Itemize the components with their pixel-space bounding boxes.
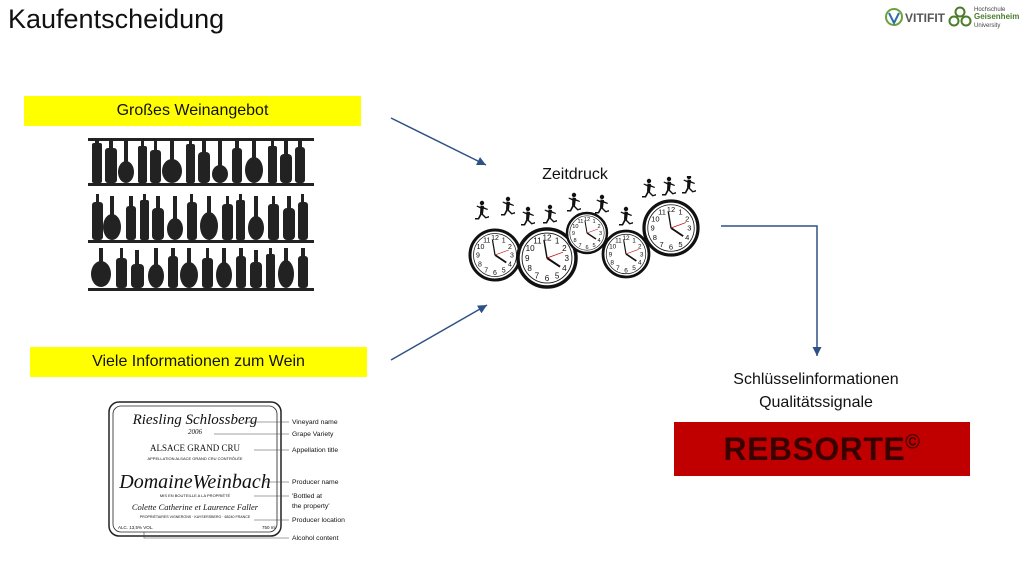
wine-label-appellation: ALSACE GRAND CRU: [150, 443, 241, 453]
annotation-appellation: Appellation title: [292, 447, 338, 454]
bottle-shelves-illustration: [88, 138, 314, 291]
vitifit-logo-icon: [885, 8, 903, 26]
rebsorte-box: REBSORTE©: [674, 422, 970, 476]
rebsorte-text: REBSORTE©: [723, 431, 920, 468]
arrow-info-to-time: [390, 304, 488, 361]
key-info-line-2: Qualitätssignale: [759, 394, 873, 411]
annotation-location: Producer location: [292, 517, 345, 524]
vitifit-text: VITIFIT: [905, 11, 946, 25]
annotation-vineyard: Vineyard name: [292, 419, 338, 426]
arrow-offer-to-time: [390, 117, 487, 166]
rebsorte-word: REBSORTE: [723, 430, 906, 467]
key-info-line-1: Schlüsselinformationen: [733, 371, 899, 388]
wine-label-alcohol: ALC. 13,5% VOL.: [118, 525, 154, 530]
copyright-sup: ©: [905, 430, 921, 453]
wine-label-location-small: PROPRIÉTAIRES VIGNERONS · KAYSERSBERG · …: [140, 514, 251, 519]
wine-info-label: Viele Informationen zum Wein: [92, 353, 305, 370]
wine-label-owners: Colette Catherine et Laurence Faller: [132, 502, 259, 512]
wine-label-name: Riesling Schlossberg: [132, 412, 258, 428]
wine-info-box: Viele Informationen zum Wein: [30, 347, 367, 377]
wine-label-year: 2006: [188, 428, 203, 436]
wine-label-volume: 750 ml: [262, 525, 276, 530]
hochschule-text-2: Geisenheim: [974, 12, 1019, 21]
hochschule-logo-icon: [948, 6, 972, 27]
wine-offer-label: Großes Weinangebot: [116, 102, 269, 119]
annotation-alcohol: Alcohol content: [292, 535, 339, 542]
hochschule-text-3: University: [974, 23, 1000, 29]
clocks-running-people-illustration: 123 69 12 45 78 1011: [466, 176, 706, 292]
annotation-grape: Grape Variety: [292, 431, 334, 438]
annotation-bottled-1: 'Bottled at: [292, 493, 322, 500]
logos: VITIFIT Hochschule Geisenheim University: [885, 6, 1019, 29]
annotation-producer: Producer name: [292, 479, 339, 486]
wine-label-illustration: Riesling Schlossberg 2006 ALSACE GRAND C…: [108, 401, 345, 542]
wine-label-appellation-small: APPELLATION ALSACE GRAND CRU CONTRÔLÉE: [147, 456, 242, 461]
wine-label-producer: DomaineWeinbach: [118, 471, 270, 493]
annotation-bottled-2: the property': [292, 503, 330, 510]
slide-title: Kaufentscheidung: [8, 4, 225, 34]
key-info-text: Schlüsselinformationen Qualitätssignale: [700, 368, 932, 414]
wine-label-bottled-small: MIS EN BOUTEILLE A LA PROPRIÉTÉ: [160, 493, 231, 498]
hochschule-text-1: Hochschule: [974, 7, 1006, 13]
wine-offer-box: Großes Weinangebot: [24, 96, 361, 126]
arrow-time-to-keyinfo: [721, 225, 822, 356]
time-pressure-label: Zeitdruck: [542, 166, 608, 183]
